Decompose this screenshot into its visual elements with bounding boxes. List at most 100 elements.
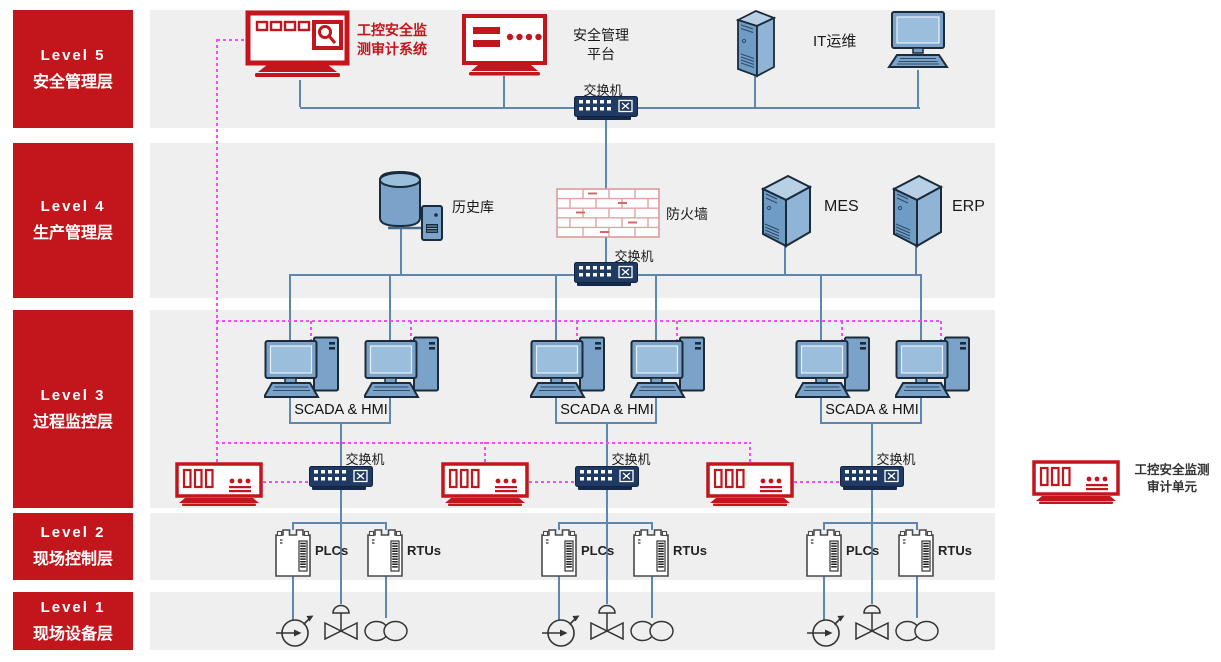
network-line [292,522,387,524]
network-line [820,398,822,424]
network-line [558,575,560,620]
mes-label: MES [824,198,859,215]
level-label-2: Level 2 现场控制层 [13,513,133,580]
network-line [385,575,387,618]
network-line [823,522,918,524]
switch-label-l3-g3: 交换机 [876,452,916,467]
network-line [400,228,402,275]
audit-dashed-line [529,481,575,483]
it-ops-server-icon [733,8,777,78]
ics-audit-system-label: 工控安全监 测审计系统 [357,22,427,57]
level-label-5: Level 5 安全管理层 [13,10,133,128]
network-line [558,522,653,524]
level4-cn: 生产管理层 [32,225,113,242]
switch-label-l4: 交换机 [614,249,654,264]
audit-dashed-line [676,320,678,342]
security-platform-icon [462,14,547,76]
pump-icon [806,612,846,648]
audit-unit-icon-g1 [175,462,263,506]
audit-dashed-line [216,320,942,322]
motor-icon [363,618,409,644]
erp-server-icon [888,172,946,248]
rtu-icon [365,527,405,577]
valve-icon [323,604,359,646]
level5-name: Level 5 [40,46,106,64]
security-platform-label: 安全管理 平台 [573,27,629,62]
network-line [820,274,822,342]
network-line [754,76,756,107]
scada-hmi-label: SCADA & HMI [560,402,654,418]
plc-label: PLCs [315,543,349,558]
firewall-icon [556,188,660,238]
network-line [871,490,873,523]
network-line [916,575,918,618]
audit-dashed-line [263,481,309,483]
switch-icon-l4 [574,262,638,288]
scada-workstation-icon [530,336,606,400]
audit-dashed-line [940,320,942,342]
level4-name: Level 4 [40,198,106,215]
switch-label-l3-g2: 交换机 [611,452,651,467]
mes-server-icon [757,172,815,248]
erp-label: ERP [952,198,985,215]
it-ops-pc-icon [887,10,949,72]
plc-label: PLCs [581,543,615,558]
it-ops-label: IT运维 [813,33,857,50]
pump-icon [275,612,315,648]
scada-workstation-icon [630,336,706,400]
motor-icon [894,618,940,644]
network-line [920,274,922,342]
network-line [389,398,391,424]
scada-workstation-icon [364,336,440,400]
level-label-3: Level 3 过程监控层 [13,310,133,508]
history-db-icon [378,168,448,242]
switch-icon-l3-g1 [309,466,373,492]
scada-workstation-icon [264,336,340,400]
network-line [871,422,873,468]
network-line [784,246,786,274]
network-line [651,522,653,530]
network-line [606,490,608,523]
network-line [292,575,294,620]
rtu-label: RTUs [673,543,707,558]
plc-icon [273,527,313,577]
network-line [340,490,342,523]
firewall-label: 防火墙 [666,206,708,222]
network-line [916,522,918,530]
switch-icon-l3-g3 [840,466,904,492]
scada-workstation-icon [795,336,871,400]
level3-cn: 过程监控层 [32,413,113,431]
audit-dashed-line [216,442,751,444]
pump-icon [541,612,581,648]
network-line [823,575,825,620]
audit-unit-icon-g3 [706,462,794,506]
network-line [292,522,294,530]
audit-dashed-line [576,320,578,342]
level-label-1: Level 1 现场设备层 [13,592,133,650]
audit-dashed-line [410,320,412,342]
network-line [385,522,387,530]
network-line [920,398,922,424]
network-line [558,522,560,530]
network-line [606,522,608,604]
rtu-label: RTUs [407,543,441,558]
network-line [555,274,557,342]
level3-name: Level 3 [40,386,106,404]
rtu-icon [896,527,936,577]
switch-icon-l3-g2 [575,466,639,492]
network-line [299,80,301,107]
plc-label: PLCs [846,543,880,558]
ics-audit-system-icon [245,10,350,80]
audit-dashed-line [749,442,751,462]
audit-dashed-line [794,481,840,483]
switch-label-l3-g1: 交换机 [345,452,385,467]
audit-dashed-line [217,39,248,41]
motor-icon [629,618,675,644]
scada-hmi-label: SCADA & HMI [294,402,388,418]
rtu-icon [631,527,671,577]
rtu-label: RTUs [938,543,972,558]
audit-dashed-line [310,320,312,342]
network-line [503,76,505,107]
plc-icon [539,527,579,577]
scada-hmi-label: SCADA & HMI [825,402,919,418]
